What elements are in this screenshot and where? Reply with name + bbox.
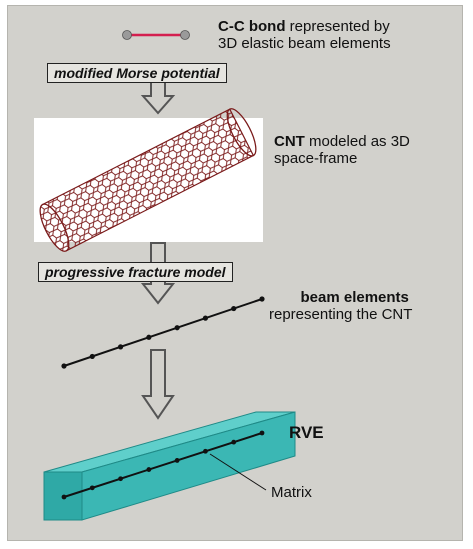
- step2-label: CNT modeled as 3D space-frame: [274, 133, 410, 167]
- beam-elements-line: [63, 298, 263, 367]
- beam-node: [146, 334, 152, 340]
- beam-node: [203, 448, 208, 454]
- matrix-label: Matrix: [271, 484, 312, 501]
- step4-label: RVE: [289, 423, 324, 442]
- transition-1-box: modified Morse potential: [47, 63, 227, 83]
- cc-bond-icon: [122, 30, 190, 40]
- down-arrow-1: [140, 81, 176, 115]
- beam-node: [259, 296, 265, 302]
- beam-nodes: [61, 296, 265, 369]
- beam-node: [61, 494, 67, 500]
- atom-left: [122, 30, 132, 40]
- rve-end-face: [81, 411, 296, 521]
- beam-node: [231, 305, 237, 312]
- transition-2-box: progressive fracture model: [38, 262, 233, 282]
- beam-node: [202, 315, 209, 321]
- step3-label: beam elements representing the CNT: [269, 289, 413, 323]
- beam-node: [117, 344, 124, 350]
- beam-node: [231, 439, 237, 445]
- beam-node: [118, 476, 123, 482]
- cnt-tube-icon: [39, 108, 257, 252]
- beam-node: [259, 430, 265, 436]
- beam-node: [174, 325, 180, 331]
- beam-node: [89, 485, 95, 491]
- step1-label: C-C bond represented by 3D elastic beam …: [218, 18, 391, 52]
- matrix-leader-line: [209, 453, 267, 491]
- beam-node: [89, 353, 95, 360]
- down-arrow-2: [140, 242, 176, 305]
- rve-block: [43, 411, 296, 521]
- atom-right: [180, 30, 190, 40]
- embedded-beam-line: [63, 432, 263, 498]
- beam-node: [61, 363, 67, 369]
- down-arrow-3: [141, 349, 175, 420]
- beam-node: [146, 467, 152, 472]
- embedded-beam-nodes: [61, 430, 265, 500]
- beam-node: [174, 458, 180, 463]
